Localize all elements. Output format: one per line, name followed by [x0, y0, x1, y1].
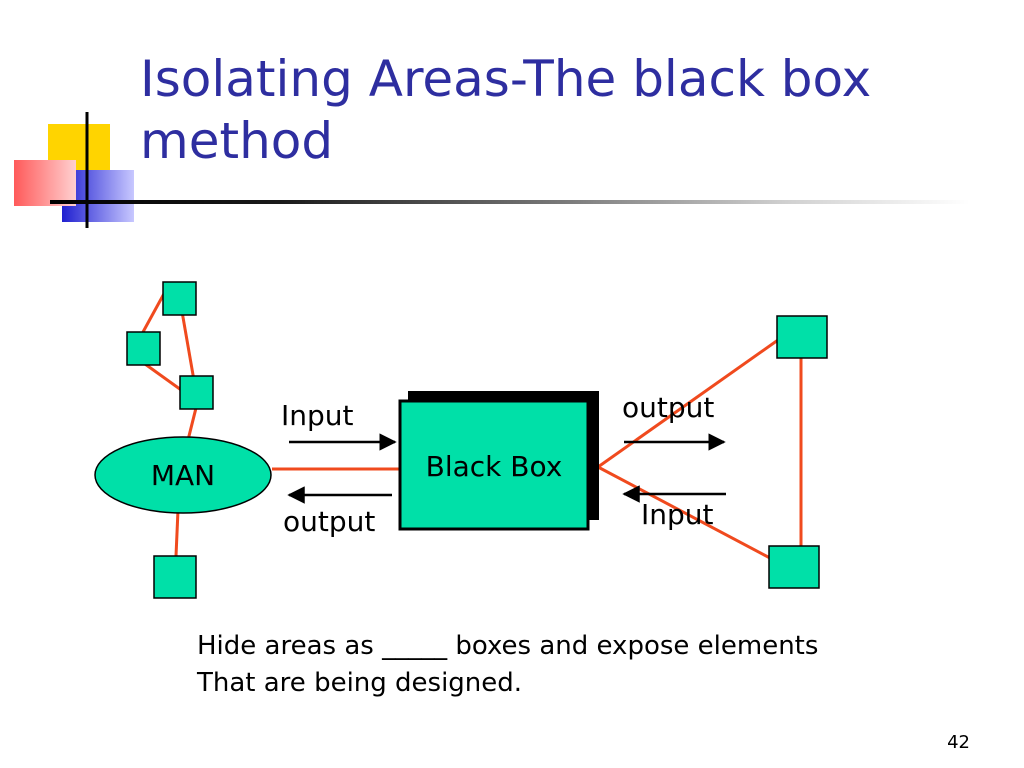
node-square-bottom — [153, 555, 197, 599]
man-ellipse — [94, 436, 272, 514]
link-box-right-bottom — [597, 465, 771, 560]
node-square-top — [162, 281, 197, 316]
link-man-square-mid — [186, 407, 198, 441]
left-network-links — [141, 289, 400, 557]
link-top-left — [141, 289, 168, 333]
title-rule — [50, 200, 970, 204]
logo-red-square — [14, 160, 76, 206]
node-square-left — [126, 331, 161, 366]
link-man-bottom — [174, 509, 180, 557]
man-label: MAN — [151, 459, 215, 492]
node-square-mid — [179, 375, 214, 410]
slide-title: Isolating Areas-The black box method — [140, 48, 980, 172]
slide-title-line-1: Isolating Areas-The black box — [140, 50, 872, 108]
right-input-label: Input — [641, 498, 714, 531]
left-output-label: output — [283, 505, 375, 538]
caption-line-2: That are being designed. — [197, 668, 523, 698]
node-square-right-bottom — [768, 545, 820, 589]
black-box — [398, 399, 590, 531]
node-square-right-top — [776, 315, 828, 359]
left-input-label: Input — [281, 399, 354, 432]
right-network-links — [597, 338, 803, 560]
black-box-label: Black Box — [426, 450, 563, 483]
slide-caption: Hide areas as _____ boxes and expose ele… — [197, 628, 997, 702]
page-number: 42 — [947, 732, 970, 753]
slide-title-line-2: method — [140, 112, 334, 170]
link-box-right-top — [597, 338, 779, 469]
right-output-label: output — [622, 391, 714, 424]
link-left-mid — [144, 362, 185, 394]
caption-line-1: Hide areas as _____ boxes and expose ele… — [197, 631, 819, 661]
